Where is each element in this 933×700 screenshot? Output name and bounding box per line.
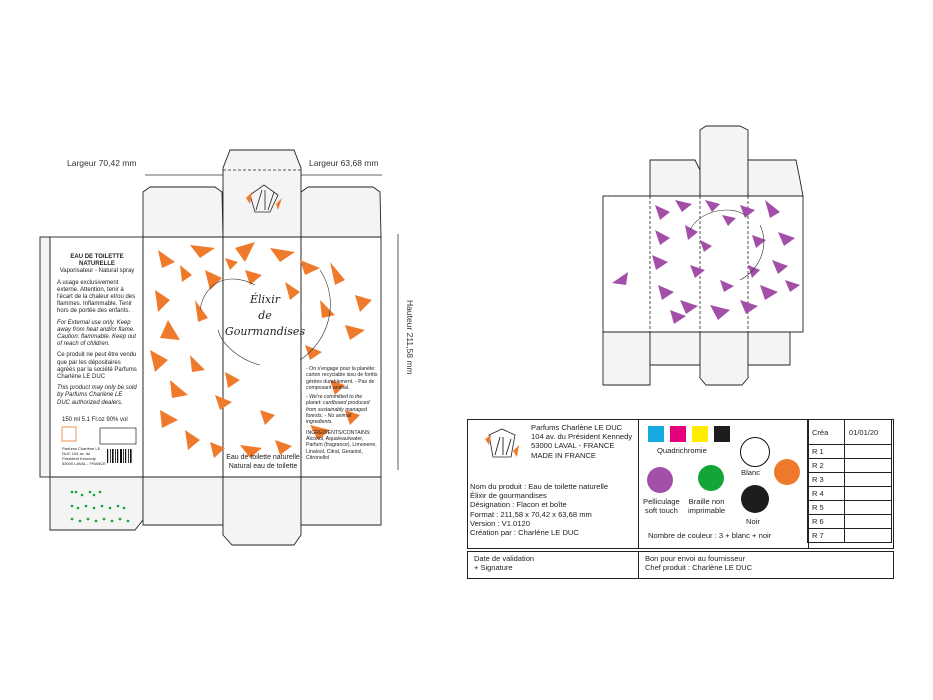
brand-origin: MADE IN FRANCE: [531, 450, 596, 460]
eco-en: - We're committed to the planet: cardboa…: [306, 394, 370, 426]
revision-label: R 2: [807, 458, 845, 473]
pelliculage-circle: [647, 467, 673, 493]
brand-street: 104 av. du Président Kennedy: [531, 432, 633, 442]
validation-row: Date de validation + Signature Bon pour …: [467, 551, 894, 579]
validation-signature-label: + Signature: [474, 563, 513, 572]
swatch-black: [714, 426, 730, 442]
revision-value: [844, 528, 892, 543]
revision-crea-row: Créa 01/01/20: [807, 419, 892, 445]
blanc-circle: [740, 437, 770, 467]
eco-fr: - On s'engage pour la planète: carton re…: [306, 366, 378, 391]
revision-row: R 1: [807, 444, 892, 459]
revision-label: R 7: [807, 528, 845, 543]
braille-label: Braille non imprimable: [688, 497, 725, 515]
orange-circle: [774, 459, 800, 485]
panel-heading: EAU DE TOILETTE NATURELLE: [70, 254, 124, 268]
product-name: Nom du produit : Eau de toilette naturel…: [470, 482, 609, 491]
product-details: Nom du produit : Eau de toilette naturel…: [470, 482, 640, 537]
revision-value: [844, 514, 892, 529]
width-dimension-label: Largeur 70,42 mm: [67, 158, 137, 168]
pelliculage-line-1: Pelliculage: [643, 497, 680, 506]
brand-logo: [485, 428, 519, 458]
revision-label: R 4: [807, 486, 845, 501]
revision-row: R 2: [807, 458, 892, 473]
revision-value: [844, 486, 892, 501]
quadri-label: Quadrichromie: [657, 446, 707, 455]
brand-name: Parfums Charlène LE DUC: [531, 423, 623, 432]
address-small: Parfums Charlène LE DUC 104 av. du Prési…: [62, 446, 106, 466]
left-panel-text: EAU DE TOILETTE NATURELLE Vaporisateur -…: [57, 254, 137, 407]
card-divider-1: [638, 420, 639, 548]
pelliculage-label: Pelliculage soft touch: [643, 497, 680, 515]
revision-row: R 3: [807, 472, 892, 487]
product-name-2: Élixir de gourmandises: [470, 491, 547, 501]
swatch-yellow: [692, 426, 708, 442]
warning-en: For External use only. Keep away from he…: [57, 319, 137, 348]
brand-address: Parfums Charlène LE DUC 104 av. du Prési…: [531, 423, 641, 460]
depth-dimension-label: Largeur 63,68 mm: [309, 158, 379, 168]
revision-table: Créa 01/01/20 R 1 R 2 R 3 R 4 R 5 R 6 R …: [807, 419, 892, 543]
title-line-1: Élixir: [249, 293, 281, 306]
colors-count: Nombre de couleur : 3 + blanc + noir: [648, 531, 772, 540]
braille-line-1: Braille non: [688, 497, 725, 506]
product-title: Élixir de Gourmandises: [222, 292, 308, 340]
swatch-magenta: [670, 426, 686, 442]
revision-value: [844, 458, 892, 473]
validation-date-label: Date de validation: [474, 554, 535, 563]
panel-subheading: Vaporisateur - Natural spray: [59, 268, 135, 275]
revision-row: R 6: [807, 514, 892, 529]
validation-left-cell: Date de validation + Signature: [467, 551, 639, 579]
revision-label: R 5: [807, 500, 845, 515]
crea-label: Créa: [807, 419, 845, 445]
validation-table: Date de validation + Signature Bon pour …: [467, 551, 894, 579]
subtitle-en: Natural eau de toilette: [228, 463, 298, 470]
crea-date: 01/01/20: [844, 419, 892, 445]
ingredients: INGREDIENTS/CONTAINS: Alcohol, Aqua/eau/…: [306, 429, 377, 461]
product-subtitle: Eau de toilette naturelle Natural eau de…: [224, 453, 302, 471]
title-line-3: Gourmandises: [224, 325, 306, 338]
right-panel-text: - On s'engage pour la planète: carton re…: [306, 366, 378, 461]
revision-row: R 5: [807, 500, 892, 515]
volume-text: 150 ml 5.1 Fl.oz 90% vol: [62, 417, 128, 423]
product-designation: Désignation : Flacon et boîte: [470, 500, 567, 510]
product-version: Version : V1.0120: [470, 518, 530, 528]
swatch-cyan: [648, 426, 664, 442]
revision-value: [844, 472, 892, 487]
supplier-approval-label: Bon pour envoi au fournisseur: [645, 554, 746, 563]
noir-label: Noir: [746, 517, 760, 526]
product-manager-label: Chef produit : Charlène LE DUC: [645, 563, 753, 572]
revision-row: R 7: [807, 528, 892, 543]
validation-right-cell: Bon pour envoi au fournisseur Chef produ…: [638, 551, 894, 579]
braille-line-2: imprimable: [688, 506, 726, 516]
braille-circle: [698, 465, 724, 491]
revision-value: [844, 444, 892, 459]
subtitle-fr: Eau de toilette naturelle: [226, 454, 300, 461]
sale-fr: Ce produit ne peut être vendu que par le…: [57, 352, 137, 381]
product-format: Format : 211,58 x 70,42 x 63,68 mm: [470, 509, 592, 519]
revision-label: R 1: [807, 444, 845, 459]
sale-en: This product may only be sold by Parfums…: [57, 385, 137, 406]
revision-row: R 4: [807, 486, 892, 501]
noir-circle: [741, 485, 769, 513]
pelliculage-line-2: soft touch: [644, 506, 678, 516]
product-creation: Création par : Charlène LE DUC: [470, 528, 579, 538]
blanc-label: Blanc: [741, 468, 760, 477]
revision-label: R 6: [807, 514, 845, 529]
revision-label: R 3: [807, 472, 845, 487]
brand-city: 53000 LAVAL - FRANCE: [531, 441, 615, 451]
revision-value: [844, 500, 892, 515]
warning-fr: A usage exclusivement externe. Attention…: [57, 279, 136, 315]
title-line-2: de: [258, 309, 272, 322]
